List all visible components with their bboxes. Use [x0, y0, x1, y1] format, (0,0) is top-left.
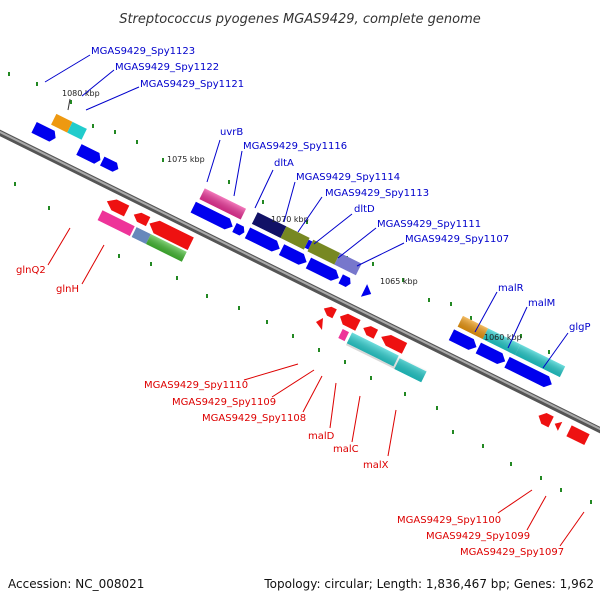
- svg-text:malX: malX: [363, 460, 389, 471]
- svg-text:1070 kbp: 1070 kbp: [271, 215, 309, 224]
- label-spy1123[interactable]: MGAS9429_Spy1123: [44, 46, 195, 83]
- svg-text:1075 kbp: 1075 kbp: [167, 155, 205, 164]
- svg-text:glnQ2: glnQ2: [16, 265, 46, 276]
- label-malR[interactable]: malR: [474, 283, 524, 333]
- cds-spy1100-block[interactable]: [536, 410, 590, 446]
- svg-text:MGAS9429_Spy1111: MGAS9429_Spy1111: [377, 219, 481, 230]
- svg-text:malD: malD: [308, 431, 335, 442]
- svg-text:glnH: glnH: [56, 284, 79, 295]
- svg-text:malM: malM: [528, 298, 555, 309]
- label-spy1097[interactable]: MGAS9429_Spy1097: [460, 511, 585, 558]
- svg-text:MGAS9429_Spy1116: MGAS9429_Spy1116: [243, 141, 347, 152]
- reverse-gene-labels: glnQ2 glnH MGAS9429_Spy1110 MGAS9429_Spy…: [16, 227, 585, 558]
- label-dltD[interactable]: dltD: [313, 204, 375, 245]
- accession-text: Accession: NC_008021: [8, 577, 144, 591]
- gc-marks-lower: [14, 182, 592, 504]
- label-spy1108[interactable]: MGAS9429_Spy1108: [202, 375, 323, 424]
- position-ticks: 1080 kbp 1075 kbp 1070 kbp 1065 kbp 1060…: [62, 89, 522, 342]
- cds-forward-strand[interactable]: [31, 107, 566, 392]
- label-spy1122[interactable]: MGAS9429_Spy1122: [81, 62, 219, 97]
- svg-text:MGAS9429_Spy1107: MGAS9429_Spy1107: [405, 234, 509, 245]
- label-malD[interactable]: malD: [308, 382, 337, 442]
- svg-text:1065 kbp: 1065 kbp: [380, 277, 418, 286]
- label-spy1114[interactable]: MGAS9429_Spy1114: [283, 172, 400, 223]
- label-spy1113[interactable]: MGAS9429_Spy1113: [297, 188, 429, 233]
- label-spy1111[interactable]: MGAS9429_Spy1111: [337, 219, 481, 259]
- svg-text:MGAS9429_Spy1114: MGAS9429_Spy1114: [296, 172, 400, 183]
- label-uvrB[interactable]: uvrB: [206, 127, 243, 183]
- topology-text: Topology: circular; Length: 1,836,467 bp…: [263, 577, 594, 591]
- cds-reverse-strand[interactable]: [97, 196, 590, 459]
- svg-text:MGAS9429_Spy1097: MGAS9429_Spy1097: [460, 547, 564, 558]
- svg-text:MGAS9429_Spy1099: MGAS9429_Spy1099: [426, 531, 530, 542]
- gc-marks-upper: [8, 72, 550, 354]
- svg-text:MGAS9429_Spy1100: MGAS9429_Spy1100: [397, 515, 501, 526]
- label-spy1121[interactable]: MGAS9429_Spy1121: [85, 79, 244, 111]
- svg-text:dltD: dltD: [354, 204, 375, 215]
- svg-text:MGAS9429_Spy1113: MGAS9429_Spy1113: [325, 188, 429, 199]
- cds-glnQ2-glnH[interactable]: [97, 196, 194, 262]
- cds-marker-small: [316, 318, 323, 330]
- svg-text:1060 kbp: 1060 kbp: [484, 333, 522, 342]
- cds-dlt-operon[interactable]: [244, 212, 381, 300]
- label-spy1116[interactable]: MGAS9429_Spy1116: [233, 141, 347, 197]
- label-malM[interactable]: malM: [507, 298, 555, 349]
- cds-mal-operon[interactable]: [448, 315, 566, 391]
- label-spy1107[interactable]: MGAS9429_Spy1107: [356, 234, 509, 267]
- label-malC[interactable]: malC: [333, 395, 361, 455]
- svg-text:MGAS9429_Spy1123: MGAS9429_Spy1123: [91, 46, 195, 57]
- label-glgP[interactable]: glgP: [542, 322, 591, 369]
- svg-text:uvrB: uvrB: [220, 127, 243, 138]
- label-spy1110[interactable]: MGAS9429_Spy1110: [144, 363, 299, 391]
- label-spy1109[interactable]: MGAS9429_Spy1109: [172, 369, 315, 408]
- cds-spy1110-block[interactable]: [314, 303, 434, 383]
- label-glnH[interactable]: glnH: [56, 244, 105, 295]
- label-dltA[interactable]: dltA: [254, 158, 294, 209]
- svg-text:MGAS9429_Spy1121: MGAS9429_Spy1121: [140, 79, 244, 90]
- page-title: Streptococcus pyogenes MGAS9429, complet…: [119, 12, 481, 27]
- label-glnQ2[interactable]: glnQ2: [16, 227, 71, 276]
- svg-text:MGAS9429_Spy1110: MGAS9429_Spy1110: [144, 380, 248, 391]
- label-spy1099[interactable]: MGAS9429_Spy1099: [426, 495, 547, 542]
- svg-text:MGAS9429_Spy1122: MGAS9429_Spy1122: [115, 62, 219, 73]
- label-malX[interactable]: malX: [363, 409, 397, 471]
- svg-text:1080 kbp: 1080 kbp: [62, 89, 100, 98]
- svg-text:MGAS9429_Spy1108: MGAS9429_Spy1108: [202, 413, 306, 424]
- svg-text:malC: malC: [333, 444, 359, 455]
- cds-spy1123[interactable]: [31, 108, 128, 175]
- svg-text:malR: malR: [498, 283, 524, 294]
- genome-backbone: [0, 129, 600, 434]
- svg-text:MGAS9429_Spy1109: MGAS9429_Spy1109: [172, 397, 276, 408]
- forward-gene-labels: MGAS9429_Spy1123 MGAS9429_Spy1122 MGAS94…: [44, 46, 591, 369]
- svg-text:dltA: dltA: [274, 158, 294, 169]
- cds-uvrB-block[interactable]: [190, 187, 255, 237]
- svg-text:glgP: glgP: [569, 322, 591, 333]
- label-spy1100[interactable]: MGAS9429_Spy1100: [397, 489, 533, 526]
